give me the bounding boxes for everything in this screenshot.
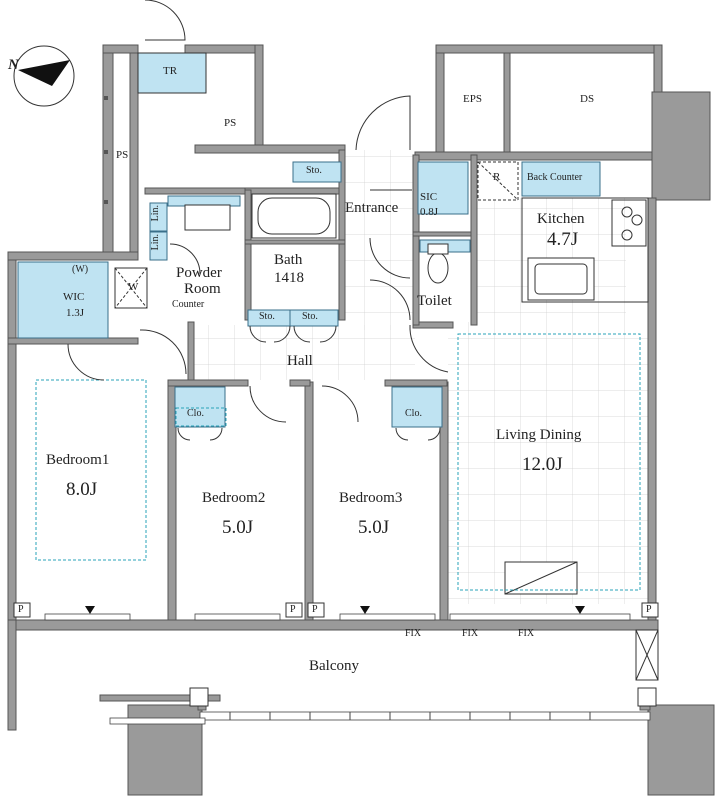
eps-label: EPS bbox=[463, 93, 482, 105]
p-label-1: P bbox=[18, 604, 24, 615]
storage-areas bbox=[17, 52, 601, 428]
fix-label-1: FIX bbox=[405, 628, 422, 639]
floor-grid-living bbox=[448, 322, 648, 604]
window-markers bbox=[85, 606, 585, 614]
balcony-railing bbox=[229, 712, 591, 720]
tr-outline bbox=[137, 52, 207, 94]
windows bbox=[44, 613, 651, 725]
back-counter-label: Back Counter bbox=[527, 172, 583, 183]
lin-label-1: Lin. bbox=[150, 205, 161, 222]
floor-hatch bbox=[504, 561, 578, 595]
bedroom3-name-label: Bedroom3 bbox=[339, 490, 403, 506]
living-area-label: 12.0J bbox=[522, 454, 563, 475]
refrigerator-label: R bbox=[493, 171, 501, 183]
p-boxes bbox=[13, 602, 659, 618]
p-label-3: P bbox=[312, 604, 318, 615]
p-label-2: P bbox=[290, 604, 296, 615]
kitchen-name-label: Kitchen bbox=[537, 211, 585, 227]
bedroom1-area-label: 8.0J bbox=[66, 479, 98, 500]
bedroom1-name-label: Bedroom1 bbox=[46, 452, 110, 468]
sic-area-label: 0.8J bbox=[420, 206, 439, 218]
p-label-4: P bbox=[646, 604, 652, 615]
entrance-label: Entrance bbox=[345, 200, 399, 216]
door-swings bbox=[67, 0, 449, 441]
sic-name-label: SIC bbox=[420, 191, 438, 203]
bedroom3-area-label: 5.0J bbox=[358, 517, 390, 538]
kitchen-area-label: 4.7J bbox=[547, 229, 579, 250]
balcony-label: Balcony bbox=[309, 658, 359, 674]
bath-name-label: Bath bbox=[274, 252, 303, 268]
ds-label: DS bbox=[580, 93, 595, 105]
compass-icon bbox=[13, 45, 75, 107]
clo-label-1: Clo. bbox=[187, 408, 204, 419]
stove-icon bbox=[611, 199, 647, 247]
fix-label-2: FIX bbox=[462, 628, 479, 639]
bedroom2-area-label: 5.0J bbox=[222, 517, 254, 538]
ps-top-label: PS bbox=[224, 117, 237, 129]
bathtub bbox=[251, 193, 337, 239]
washer-box bbox=[114, 267, 148, 309]
wic-name-label: WIC bbox=[63, 291, 85, 303]
powder-sink bbox=[184, 204, 231, 231]
clo-label-2: Clo. bbox=[405, 408, 422, 419]
balcony-unit bbox=[189, 629, 659, 707]
walls bbox=[7, 44, 715, 796]
lin-label-2: Lin. bbox=[150, 234, 161, 251]
ps-column-dots bbox=[104, 96, 108, 204]
wic-area-label: 1.3J bbox=[66, 307, 85, 319]
hall-label: Hall bbox=[287, 353, 313, 369]
floor-grid-hall bbox=[190, 325, 415, 380]
sto-hall-label-1: Sto. bbox=[259, 311, 275, 322]
kitchen-sink bbox=[527, 257, 595, 301]
ps-left-label: PS bbox=[116, 149, 129, 161]
washer-label: W bbox=[128, 281, 139, 293]
powder-room-label-2: Room bbox=[184, 281, 221, 297]
refrigerator-box bbox=[477, 161, 519, 201]
tr-label: TR bbox=[163, 65, 178, 77]
bath-size-label: 1418 bbox=[274, 270, 304, 286]
kitchen-counter bbox=[521, 197, 649, 303]
sto-hall-label-2: Sto. bbox=[302, 311, 318, 322]
wic-w-label: (W) bbox=[72, 264, 89, 275]
toilet-label: Toilet bbox=[417, 293, 452, 309]
sto-entrance-label: Sto. bbox=[306, 165, 322, 176]
fix-label-3: FIX bbox=[518, 628, 535, 639]
bedroom2-name-label: Bedroom2 bbox=[202, 490, 266, 506]
compass-north-label: N bbox=[8, 57, 19, 73]
toilet-fixture bbox=[427, 243, 449, 284]
powder-room-label-1: Powder bbox=[176, 265, 222, 281]
rug-outlines bbox=[35, 333, 641, 591]
floor-grid-entrance bbox=[345, 150, 413, 330]
counter-label: Counter bbox=[172, 299, 205, 310]
living-name-label: Living Dining bbox=[496, 427, 582, 443]
